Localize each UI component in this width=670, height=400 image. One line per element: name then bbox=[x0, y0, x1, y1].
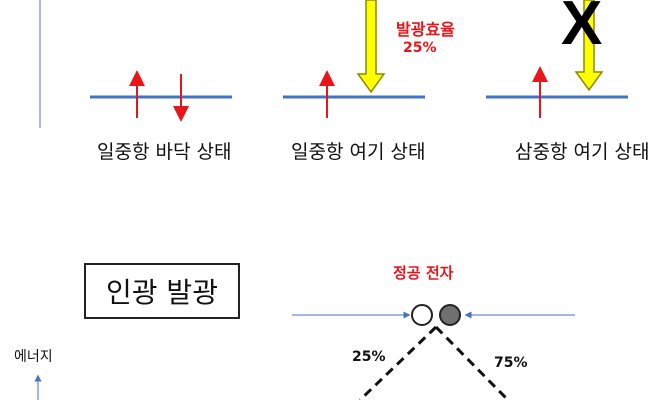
photon-arrow bbox=[574, 0, 604, 92]
efficiency-label: 발광효율 bbox=[396, 20, 455, 39]
branch-to-triplet bbox=[434, 325, 510, 400]
branch-to-singlet bbox=[358, 325, 438, 400]
forbidden-mark: X bbox=[561, 0, 603, 58]
branch-right-percent: 75% bbox=[494, 355, 528, 371]
singlet-excited-label: 일중항 여기 상태 bbox=[291, 141, 426, 163]
efficiency-value: 25% bbox=[403, 40, 437, 56]
hole-circle bbox=[411, 304, 433, 326]
singlet-ground-label: 일중항 바닥 상태 bbox=[97, 141, 232, 163]
phosphorescence-title: 인광 발광 bbox=[84, 263, 240, 319]
carriers-label: 정공 전자 bbox=[393, 264, 454, 282]
electron-circle bbox=[439, 304, 461, 326]
branch-left-percent: 25% bbox=[352, 349, 386, 365]
photon-arrow bbox=[356, 0, 386, 94]
triplet-excited-label: 삼중항 여기 상태 bbox=[515, 141, 650, 163]
energy-axis-label: 에너지 bbox=[14, 349, 53, 365]
